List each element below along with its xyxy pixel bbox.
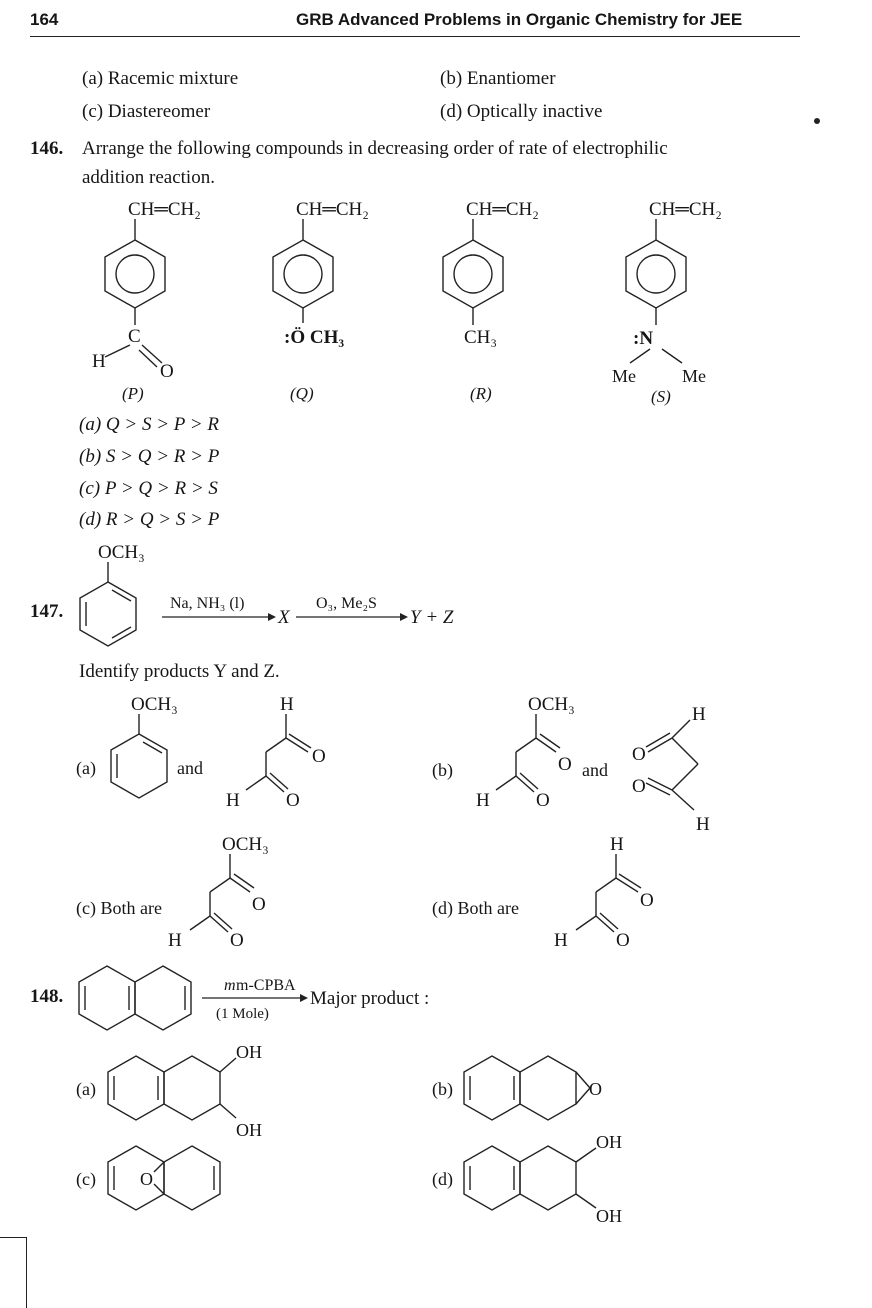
- q148-reactant-structure: m m-CPBA (1 Mole) Major product :: [78, 965, 429, 1031]
- svg-text:(b): (b): [432, 1079, 453, 1100]
- svg-text:O: O: [160, 361, 174, 382]
- svg-text:O: O: [616, 930, 630, 951]
- svg-text:(R): (R): [470, 384, 492, 403]
- q145-option-b: (b) Enantiomer: [440, 68, 556, 89]
- svg-text:OH: OH: [236, 1042, 262, 1062]
- page-corner-frame: [0, 1237, 27, 1308]
- q146-option-b: (b) S > Q > R > P: [79, 446, 220, 467]
- header-rule: [30, 36, 800, 37]
- svg-text:O: O: [632, 776, 646, 797]
- svg-text:O: O: [632, 744, 646, 765]
- svg-text:H: H: [610, 834, 624, 855]
- svg-text:Me: Me: [612, 366, 636, 386]
- svg-text:O: O: [252, 894, 266, 915]
- svg-text:(Q): (Q): [290, 384, 314, 403]
- q146-option-d: (d) R > Q > S > P: [79, 509, 220, 530]
- svg-text:CH₃: CH₃: [464, 327, 497, 348]
- svg-text:CH═CH₂: CH═CH₂: [128, 199, 201, 220]
- svg-text:OH: OH: [596, 1206, 622, 1226]
- svg-text:O: O: [589, 1079, 602, 1099]
- svg-text:Y + Z: Y + Z: [410, 607, 454, 628]
- svg-text:H: H: [692, 704, 706, 725]
- svg-text:Me: Me: [682, 366, 706, 386]
- svg-text:H: H: [554, 930, 568, 951]
- svg-text:CH═CH₂: CH═CH₂: [649, 199, 722, 220]
- svg-text:O: O: [286, 790, 300, 811]
- svg-text::Ö CH₃: :Ö CH₃: [284, 327, 344, 348]
- q147-anisole-structure: OCH₃ Na, NH₃ (l) X O₃, Me₂S Y + Z: [79, 542, 454, 647]
- q146-text-line2: addition reaction.: [82, 167, 215, 188]
- svg-text:O: O: [312, 746, 326, 767]
- q147-question: Identify products Y and Z.: [79, 661, 280, 682]
- svg-text:(c): (c): [76, 1169, 96, 1190]
- page-number: 164: [30, 10, 59, 29]
- q147-option-d-structure: (d) Both are H O H O: [432, 834, 654, 951]
- q145-option-d: (d) Optically inactive: [440, 101, 603, 122]
- svg-text:H: H: [696, 814, 710, 835]
- compound-p-structure: CH═CH₂ C H O (P): [92, 199, 201, 403]
- compound-s-structure: CH═CH₂ :N Me Me (S): [612, 199, 722, 406]
- svg-text:O₃, Me₂S: O₃, Me₂S: [316, 595, 377, 612]
- svg-text:(a): (a): [76, 1079, 96, 1100]
- svg-text:and: and: [177, 758, 203, 778]
- svg-text:(P): (P): [122, 384, 144, 403]
- svg-text:(d) Both are: (d) Both are: [432, 898, 519, 919]
- stray-dot: [814, 118, 820, 124]
- svg-text::N: :N: [633, 328, 653, 349]
- svg-text:m-CPBA: m-CPBA: [236, 977, 296, 994]
- svg-text:O: O: [558, 754, 572, 775]
- svg-text:(a): (a): [76, 758, 96, 779]
- svg-text:C: C: [128, 326, 141, 347]
- svg-text:and: and: [582, 760, 608, 780]
- svg-text:O: O: [140, 1169, 153, 1189]
- q148-option-b-structure: (b) O: [432, 1055, 602, 1121]
- q147-option-a-structure: (a) OCH₃ and H O H O: [76, 694, 326, 811]
- svg-text:H: H: [168, 930, 182, 951]
- q148-option-a-structure: (a) OH OH: [76, 1042, 262, 1140]
- q146-option-c: (c) P > Q > R > S: [79, 478, 218, 499]
- svg-text:O: O: [640, 890, 654, 911]
- svg-text:H: H: [280, 694, 294, 715]
- svg-text:(d): (d): [432, 1169, 453, 1190]
- svg-text:CH═CH₂: CH═CH₂: [296, 199, 369, 220]
- svg-text:X: X: [277, 607, 291, 628]
- svg-text:Major product :: Major product :: [310, 988, 429, 1009]
- q148-option-c-structure: (c) O: [76, 1145, 221, 1211]
- q148-option-d-structure: (d) OH OH: [432, 1132, 622, 1226]
- q146-text-line1: Arrange the following compounds in decre…: [82, 138, 668, 159]
- q146-number: 146.: [30, 138, 64, 159]
- svg-text:H: H: [92, 351, 106, 372]
- q148-number: 148.: [30, 986, 64, 1007]
- running-header-title: GRB Advanced Problems in Organic Chemist…: [296, 10, 743, 29]
- svg-text:Na, NH₃ (l): Na, NH₃ (l): [170, 595, 244, 612]
- svg-text:(c) Both are: (c) Both are: [76, 898, 162, 919]
- svg-text:OH: OH: [236, 1120, 262, 1140]
- q147-number: 147.: [30, 601, 64, 622]
- q147-option-b-structure: (b) OCH₃ O H O and O O H H: [432, 694, 710, 835]
- svg-text:O: O: [230, 930, 244, 951]
- svg-text:OCH₃: OCH₃: [222, 834, 269, 855]
- compound-r-structure: CH═CH₂ CH₃ (R): [442, 199, 539, 403]
- svg-text:m: m: [224, 977, 236, 994]
- svg-text:CH═CH₂: CH═CH₂: [466, 199, 539, 220]
- svg-text:H: H: [476, 790, 490, 811]
- svg-text:OCH₃: OCH₃: [131, 694, 178, 715]
- svg-text:(b): (b): [432, 760, 453, 781]
- q145-option-c: (c) Diastereomer: [82, 101, 211, 122]
- compound-q-structure: CH═CH₂ :Ö CH₃ (Q): [272, 199, 369, 403]
- q146-option-a: (a) Q > S > P > R: [79, 414, 219, 435]
- svg-text:OCH₃: OCH₃: [98, 542, 145, 563]
- svg-text:OCH₃: OCH₃: [528, 694, 575, 715]
- q145-option-a: (a) Racemic mixture: [82, 68, 239, 89]
- svg-text:OH: OH: [596, 1132, 622, 1152]
- q147-option-c-structure: (c) Both are OCH₃ O H O: [76, 834, 269, 951]
- svg-text:O: O: [536, 790, 550, 811]
- svg-text:H: H: [226, 790, 240, 811]
- svg-text:(S): (S): [651, 387, 671, 406]
- svg-text:(1 Mole): (1 Mole): [216, 1006, 269, 1022]
